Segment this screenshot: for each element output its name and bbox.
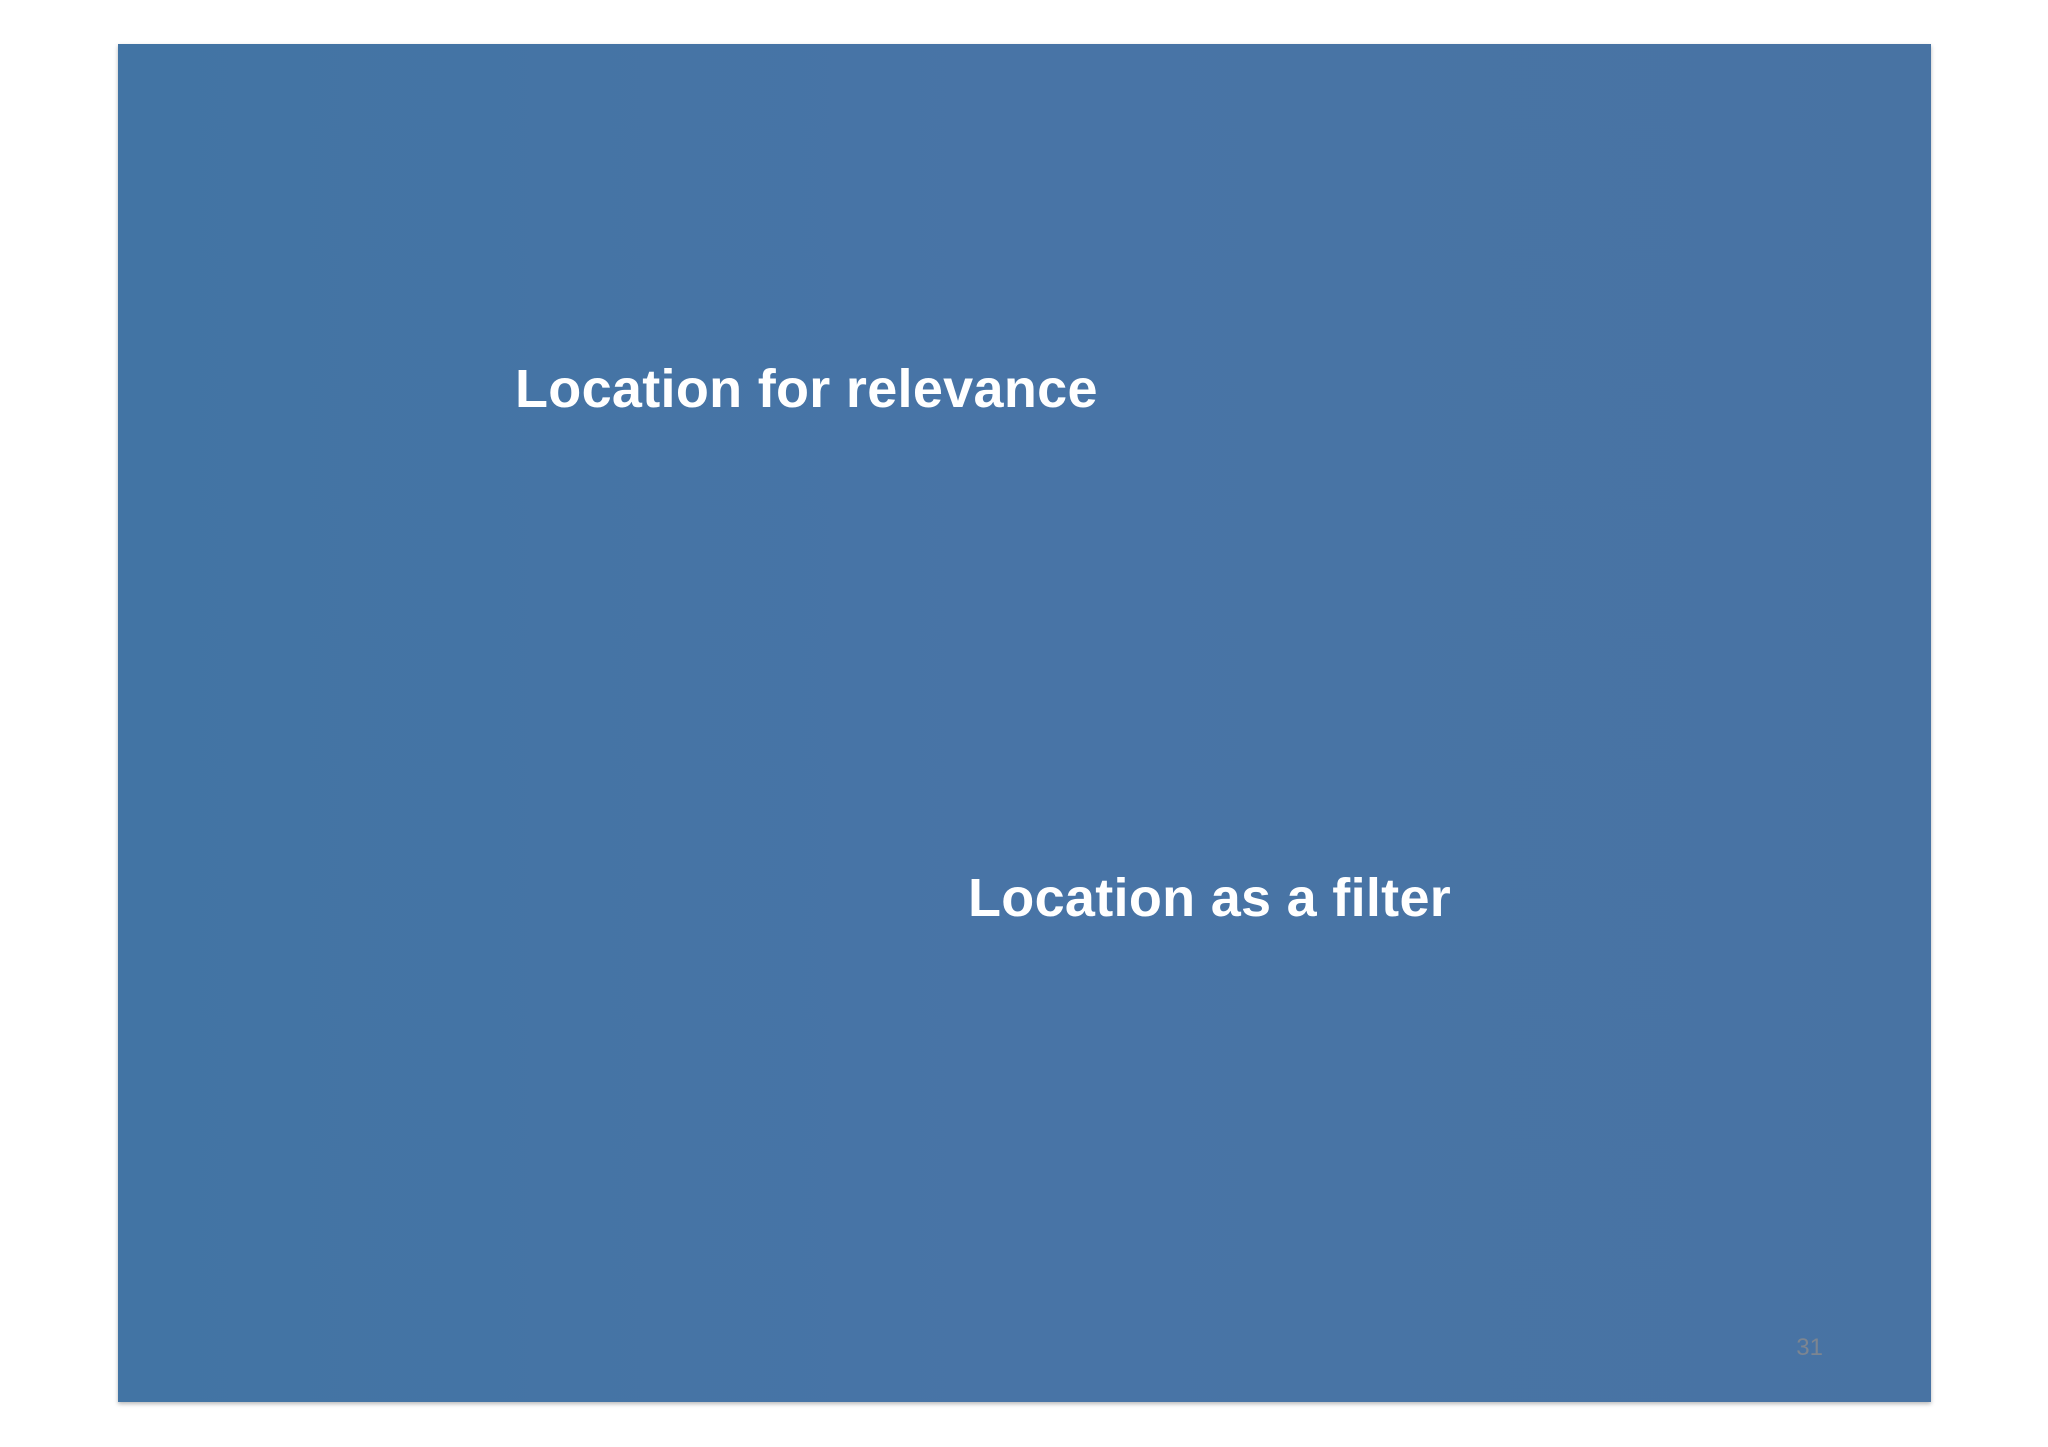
slide: Location for relevance Location as a fil… <box>118 44 1931 1402</box>
slide-heading-location-as-filter: Location as a filter <box>968 868 1452 928</box>
slide-heading-location-for-relevance: Location for relevance <box>515 359 1098 419</box>
slide-page-number: 31 <box>1796 1334 1823 1361</box>
